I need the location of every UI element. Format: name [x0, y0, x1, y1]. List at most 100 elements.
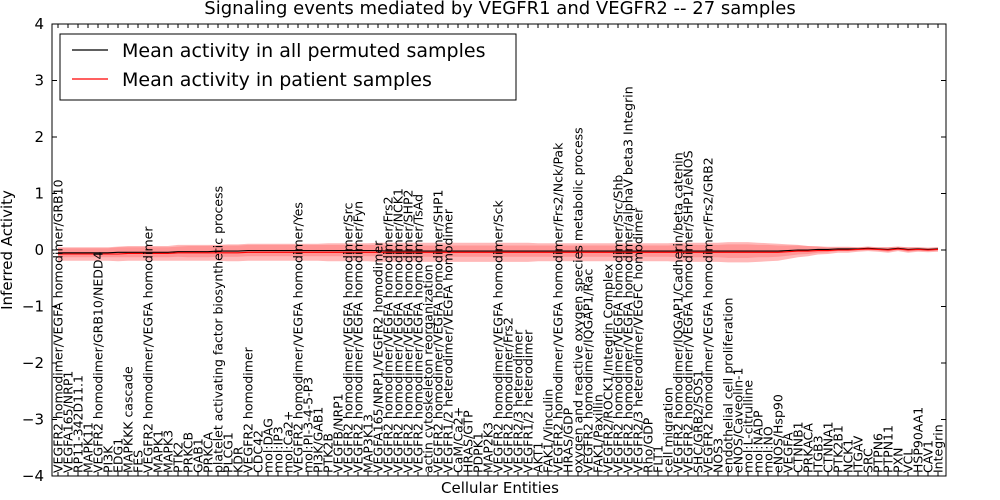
x-tick-label: MAPK1: [151, 430, 166, 473]
x-tick-label: RP11-342D11.1: [71, 375, 86, 473]
x-tick-label: HRAS/GDP: [561, 407, 576, 473]
x-tick-label: NOS3: [711, 438, 726, 473]
x-tick-label: VEGFR2/3 heterodimer: [511, 329, 526, 473]
x-tick-label: VCL: [901, 449, 916, 473]
y-tick-label: −3: [22, 411, 44, 429]
x-axis: VEGFR2 homodimer/VEGFA homodimer/GRB10VE…: [51, 24, 946, 476]
x-tick-label: VEGFR2 homodimer/IQGAP1/Cadherin/beta ca…: [671, 152, 686, 473]
x-tick-label: FLT1: [651, 445, 666, 473]
x-tick-label: FAK1/Vinculin: [541, 389, 556, 473]
x-tick-label: VEGFR2 homodimer: [241, 346, 256, 473]
legend-label-patient: Mean activity in patient samples: [122, 69, 432, 91]
x-tick-label: CDC42: [251, 430, 266, 473]
x-tick-label: eNOS/Caveolin-1: [731, 368, 746, 473]
x-tick-label: VEGFR2 homodimer/VEGFA homodimer/Fyn: [351, 201, 366, 473]
plot-area: [58, 242, 939, 263]
x-tick-label: VEGFA: [781, 432, 796, 473]
x-tick-label: VEGFR2 homodimer/Frs2: [501, 317, 516, 473]
y-tick-label: 0: [34, 241, 44, 259]
x-tick-label: mol:Ca2+: [281, 411, 296, 473]
x-tick-label: mol:NO: [761, 426, 776, 473]
x-tick-label: FES: [131, 450, 146, 473]
x-tick-label: MAPK11: [81, 422, 96, 473]
x-tick-label: mol:IP3: [271, 426, 286, 473]
x-tick-label: VEGFB/NRP1: [331, 393, 346, 473]
x-tick-label: VEGFR1/2 heterodimer: [521, 329, 536, 473]
x-tick-label: PRKCB: [181, 432, 196, 473]
x-tick-label: VEGFR2 homodimer/VEGFA homodimer/Yes: [291, 202, 306, 473]
y-tick-label: −4: [22, 467, 44, 485]
x-tick-label: SHC/GRB2/SOS1: [691, 370, 706, 473]
x-tick-label: VEGFA165/NRP1/VEGFR2 homodimer: [371, 240, 386, 473]
x-axis-label: Cellular Entities: [441, 479, 559, 497]
x-tick-label: mol:DAG: [261, 418, 276, 473]
x-tick-label: VEGFR2 homodimer/VEGFA homodimer: [141, 226, 156, 473]
x-tick-label: NCK1: [841, 439, 856, 473]
x-tick-label: VEGFR2/3 heterodimer/VEGFC homodimer: [631, 207, 646, 473]
x-tick-label: PLCG1: [221, 432, 236, 473]
x-tick-label: Integrin: [931, 424, 946, 473]
x-tick-label: CaM/Ca2+: [451, 407, 466, 473]
x-tick-label: AKT1: [531, 442, 546, 473]
x-tick-label: ITGB3: [811, 435, 826, 473]
x-tick-label: eNOS/Hsp90: [771, 394, 786, 473]
x-tick-label: HRAS/GTP: [461, 410, 476, 473]
y-tick-label: 2: [34, 128, 44, 146]
x-tick-label: VEGFR2 homodimer/VEGFA homodimer/alphaV …: [621, 86, 636, 473]
x-tick-label: mol:NADP: [751, 410, 766, 473]
x-tick-label: PDPK1: [471, 432, 486, 473]
x-tick-label: KDR: [231, 446, 246, 473]
x-tick-label: cell migration: [661, 387, 676, 473]
y-tick-label: 1: [34, 185, 44, 203]
x-tick-label: PRKCA: [201, 432, 216, 473]
x-tick-label: PTPN11: [881, 425, 896, 473]
x-tick-label: PI3K: [101, 445, 116, 473]
x-tick-label: oxygen and reactive oxygen species metab…: [571, 127, 586, 473]
y-tick-label: −1: [22, 298, 44, 316]
x-tick-label: Rho/GDP: [641, 417, 656, 473]
series-line-permuted: [58, 247, 939, 254]
x-tick-label: ITGAV: [851, 435, 866, 473]
x-tick-label: VEGFR2 homodimer/VEGFA homodimer/Frs2: [381, 196, 396, 473]
x-tick-label: PTPN6: [871, 433, 886, 473]
legend-box: [59, 33, 517, 101]
x-tick-label: SRC: [861, 448, 876, 473]
chart-title: Signaling events mediated by VEGFR1 and …: [204, 0, 795, 19]
legend: Mean activity in all permuted samples Me…: [59, 33, 517, 101]
x-tick-label: PI3K/GAB1: [311, 407, 326, 473]
y-tick-label: −2: [22, 354, 44, 372]
x-tick-label: MAP2K3: [481, 422, 496, 473]
x-tick-label: VEGFR2 homodimer/VEGFA homodimer/Src: [341, 203, 356, 473]
x-tick-label: PXN: [891, 448, 906, 473]
x-tick-label: VEGFR2 homodimer/VEGFA homodimer/SHP1/eN…: [681, 150, 696, 473]
x-tick-label: mol:L-citrulline: [741, 380, 756, 473]
x-tick-label: EDG1: [111, 438, 126, 473]
x-tick-label: PTK2: [171, 442, 186, 473]
x-tick-label: MAPKKK cascade: [121, 366, 136, 473]
x-tick-label: HSP90AA1: [911, 407, 926, 473]
x-tick-label: CTNNA1: [821, 421, 836, 473]
x-tick-label: platelet activating factor biosynthetic …: [211, 186, 226, 473]
y-tick-label: 4: [34, 15, 44, 33]
x-tick-label: CTNNB1: [791, 421, 806, 473]
x-tick-label: VEGFR2 homodimer/VEGFA homodimer/GRB10: [51, 179, 66, 473]
x-tick-label: VEGFR2/ROCK1/Integrin Complex: [601, 264, 616, 473]
x-tick-label: VEGFR2 homodimer/VEGFA homodimer/Frs2/Nc…: [551, 142, 566, 473]
x-tick-label: VEGFR2 homodimer/GRB10/NEDD4: [91, 251, 106, 473]
x-tick-label: actin cytoskeleton reorganization: [421, 264, 436, 473]
y-axis-label: Inferred Activity: [0, 190, 16, 310]
x-tick-label: VEGFR2 homodimer/VEGFA homodimer/SHP1: [431, 189, 446, 473]
x-tick-label: PTK2B: [321, 433, 336, 473]
x-tick-label: VEGFR2 homodimer/VEGFA homodimer/Frs2/GR…: [701, 157, 716, 473]
x-tick-label: PRKACA: [801, 423, 816, 473]
x-tick-label: CAV1: [921, 440, 936, 473]
x-tick-label: VEGFA165/NRP1: [61, 371, 76, 473]
x-tick-label: VEGFR2 homodimer/VEGFA homodimer/NCK1: [391, 188, 406, 473]
x-tick-label: PTK2B1: [831, 425, 846, 473]
legend-label-permuted: Mean activity in all permuted samples: [122, 40, 485, 62]
x-tick-label: VEGFR1/2 heterodimer/VEGFA homodimer: [441, 208, 456, 473]
x-tick-label: mol:PI-3-4-5-P3: [301, 377, 316, 473]
x-tick-label: VEGFR2 homodimer/VEGFA homodimer/TsAd: [411, 194, 426, 473]
